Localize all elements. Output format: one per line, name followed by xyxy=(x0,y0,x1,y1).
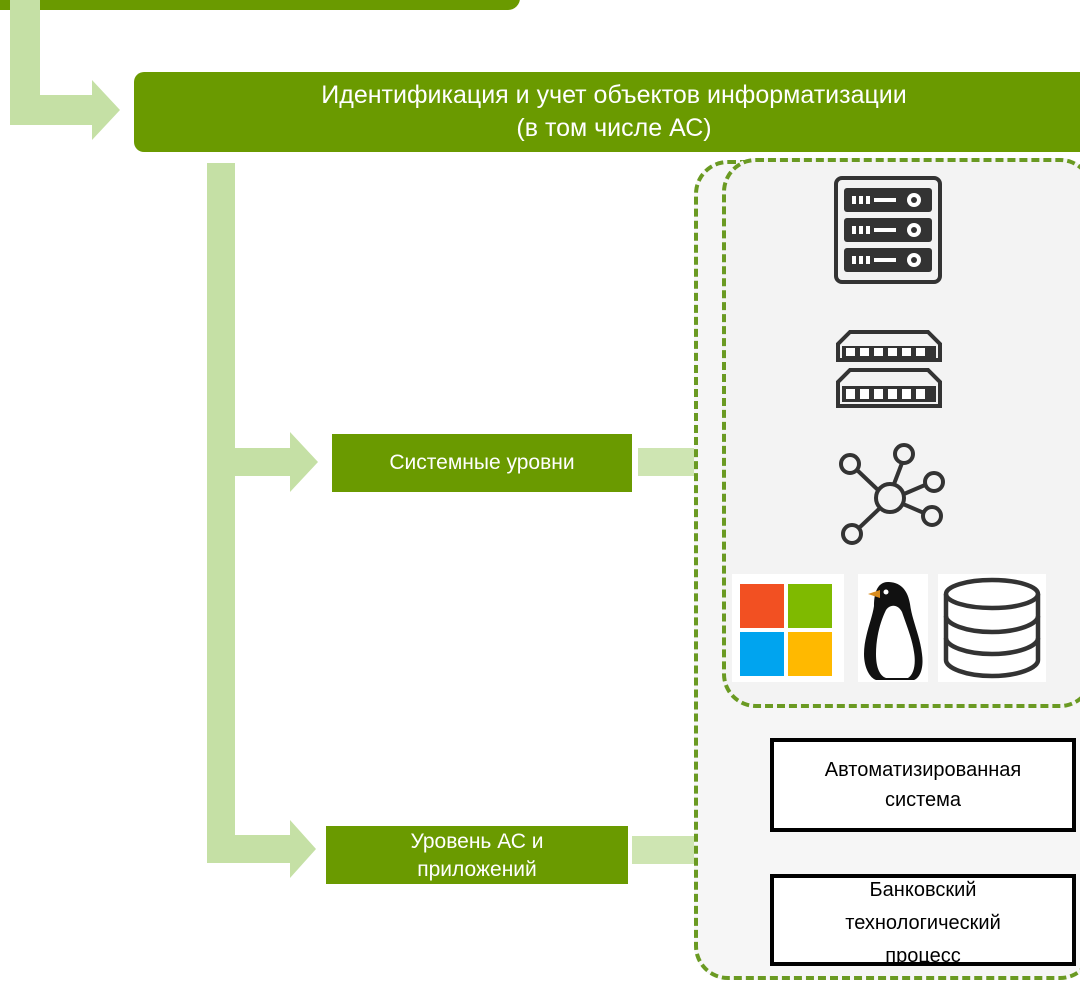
automated-system-box: Автоматизированная система xyxy=(770,738,1076,832)
identification-title-line1: Идентификация и учет объектов информатиз… xyxy=(321,81,907,109)
system-levels-label: Системные уровни xyxy=(389,451,575,474)
database-icon xyxy=(938,574,1046,682)
system-branch-connector xyxy=(235,448,295,476)
top-horizontal-connector xyxy=(10,95,100,125)
top-arrow-head xyxy=(92,80,120,140)
bank-process-line2: технологический xyxy=(845,912,1001,934)
automated-system-line1: Автоматизированная xyxy=(824,759,1022,781)
main-trunk-connector xyxy=(207,163,235,863)
network-switch-icon xyxy=(836,330,942,408)
network-hub-icon xyxy=(839,443,945,545)
identification-box: Идентификация и учет объектов информатиз… xyxy=(134,72,1080,152)
system-branch-arrow-head xyxy=(290,432,318,492)
app-branch-connector xyxy=(235,835,295,863)
identification-title-line2: (в том числе АС) xyxy=(516,114,712,142)
app-level-box: Уровень АС и приложений xyxy=(326,826,628,884)
app-level-line2: приложений xyxy=(417,858,537,881)
bank-process-line1: Банковский xyxy=(869,879,977,901)
bank-process-box: Банковский технологический процесс xyxy=(770,874,1076,966)
app-level-line1: Уровень АС и xyxy=(410,830,544,853)
system-levels-box: Системные уровни xyxy=(332,434,632,492)
server-rack-icon xyxy=(834,176,942,284)
windows-logo-icon xyxy=(732,574,844,682)
top-header-bar xyxy=(0,0,520,10)
linux-penguin-icon xyxy=(858,574,928,682)
automated-system-line2: система xyxy=(884,789,962,811)
app-branch-arrow-head xyxy=(290,820,316,878)
bank-process-line3: процесс xyxy=(885,945,961,966)
